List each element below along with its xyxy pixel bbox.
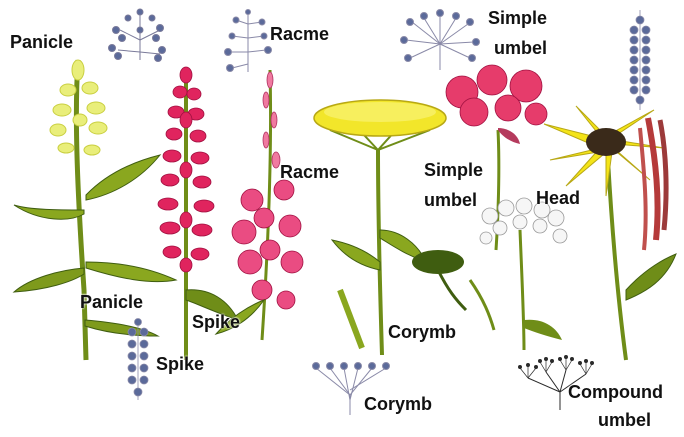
label-compound-umbel-line2: umbel	[598, 410, 651, 430]
label-simple-umbel-diagram-line2: umbel	[494, 38, 547, 58]
dark-leaf-cluster	[412, 250, 494, 330]
raceme-schematic-icon	[225, 10, 272, 73]
label-raceme-plant: Racme	[280, 162, 339, 182]
label-compound-umbel-line1: Compound	[568, 382, 663, 402]
label-spike-diagram: Spike	[156, 354, 204, 374]
label-panicle-diagram: Panicle	[10, 32, 73, 52]
label-corymb-diagram: Corymb	[364, 394, 432, 414]
panicle-schematic-icon	[109, 9, 166, 62]
spike-schematic-bottom-icon	[128, 319, 148, 401]
label-raceme-diagram: Racme	[270, 24, 329, 44]
label-panicle-plant: Panicle	[80, 292, 143, 312]
label-head-plant: Head	[536, 188, 580, 208]
raceme-plant	[216, 70, 303, 340]
label-corymb-plant: Corymb	[388, 322, 456, 342]
simple-umbel-schematic-icon	[401, 10, 480, 71]
spike-schematic-top-icon	[630, 10, 650, 110]
label-simple-umbel-diagram-line1: Simple	[488, 8, 547, 28]
label-simple-umbel-plant-line2: umbel	[424, 190, 477, 210]
panicle-plant	[14, 60, 176, 360]
corymb-plant	[314, 100, 446, 355]
label-spike-plant: Spike	[192, 312, 240, 332]
label-simple-umbel-plant-line1: Simple	[424, 160, 483, 180]
